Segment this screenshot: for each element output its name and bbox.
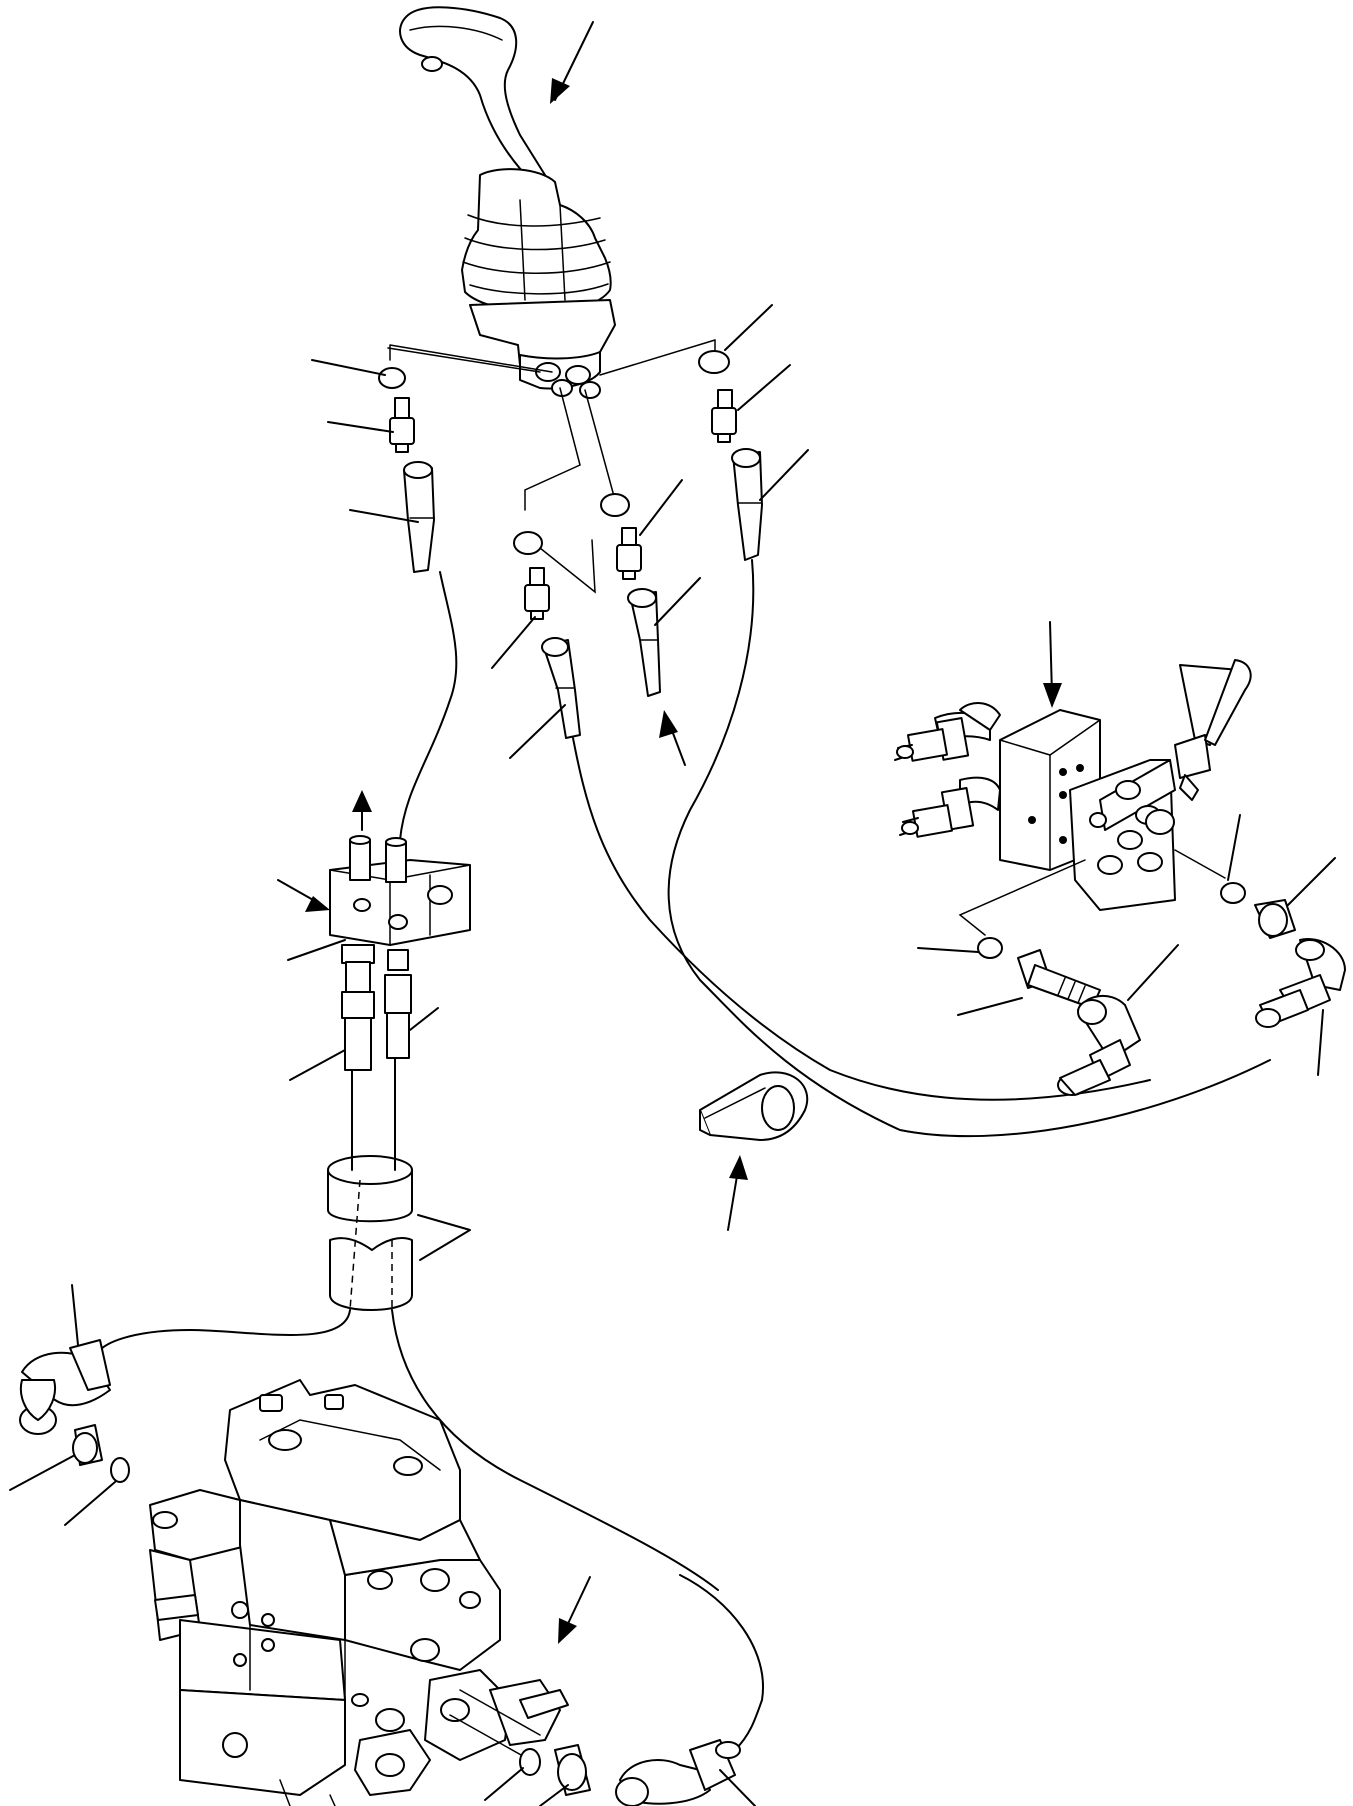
callout-lines bbox=[484, 1767, 756, 1806]
junction-block bbox=[329, 835, 471, 946]
adapter-fitting bbox=[616, 527, 642, 580]
hose-clamp bbox=[699, 1071, 809, 1141]
upward-arrow bbox=[352, 790, 372, 831]
port-leader-lines bbox=[958, 849, 1226, 936]
auxiliary-valve bbox=[999, 659, 1252, 911]
adapter-fitting bbox=[389, 397, 415, 453]
o-ring bbox=[698, 350, 730, 374]
callout-lines bbox=[287, 939, 439, 1081]
callout-arrow bbox=[558, 1576, 591, 1644]
hose-lines bbox=[99, 1057, 764, 1751]
o-ring bbox=[1220, 882, 1246, 904]
o-ring bbox=[110, 1457, 130, 1483]
main-control-valve bbox=[149, 1379, 561, 1806]
adapter-fitting bbox=[524, 567, 550, 620]
hose-fitting bbox=[403, 461, 435, 573]
joystick-lever bbox=[399, 6, 546, 186]
leader-line bbox=[539, 539, 596, 594]
o-ring bbox=[600, 493, 630, 517]
junction-fittings bbox=[341, 944, 412, 1071]
arrow-callout bbox=[659, 710, 686, 766]
valve-port-fitting bbox=[449, 1689, 569, 1761]
callout-lines bbox=[9, 1284, 116, 1526]
joystick-valve-body bbox=[469, 299, 616, 399]
adapter-fitting bbox=[711, 389, 737, 443]
hose-fitting bbox=[731, 448, 763, 561]
hose-fitting bbox=[541, 637, 581, 739]
hose-sleeve bbox=[327, 1155, 413, 1311]
joystick-callout bbox=[550, 21, 594, 104]
o-ring bbox=[519, 1748, 541, 1776]
hose-fitting bbox=[627, 588, 661, 697]
callout-lines bbox=[311, 304, 809, 759]
o-ring bbox=[977, 937, 1003, 959]
junction-block-callout bbox=[277, 879, 330, 912]
elbow-fitting bbox=[615, 1739, 741, 1806]
adapter-fitting bbox=[1254, 899, 1296, 939]
valve-hoses bbox=[894, 702, 1001, 838]
callout-lines bbox=[917, 814, 1336, 1076]
joystick-boot bbox=[461, 168, 612, 313]
adapter-fitting bbox=[554, 1744, 591, 1796]
elbow-fitting bbox=[1057, 995, 1141, 1096]
elbow-fitting bbox=[1255, 938, 1346, 1028]
o-ring bbox=[378, 367, 406, 389]
callout-lines bbox=[417, 1214, 471, 1261]
elbow-fitting bbox=[19, 1339, 111, 1435]
o-ring bbox=[513, 531, 543, 555]
clamp-callout bbox=[727, 1155, 748, 1231]
adapter-fitting bbox=[72, 1424, 103, 1466]
valve-callout bbox=[1043, 621, 1062, 708]
port-leader-lines bbox=[387, 339, 716, 511]
hose-lines bbox=[399, 559, 1271, 1138]
